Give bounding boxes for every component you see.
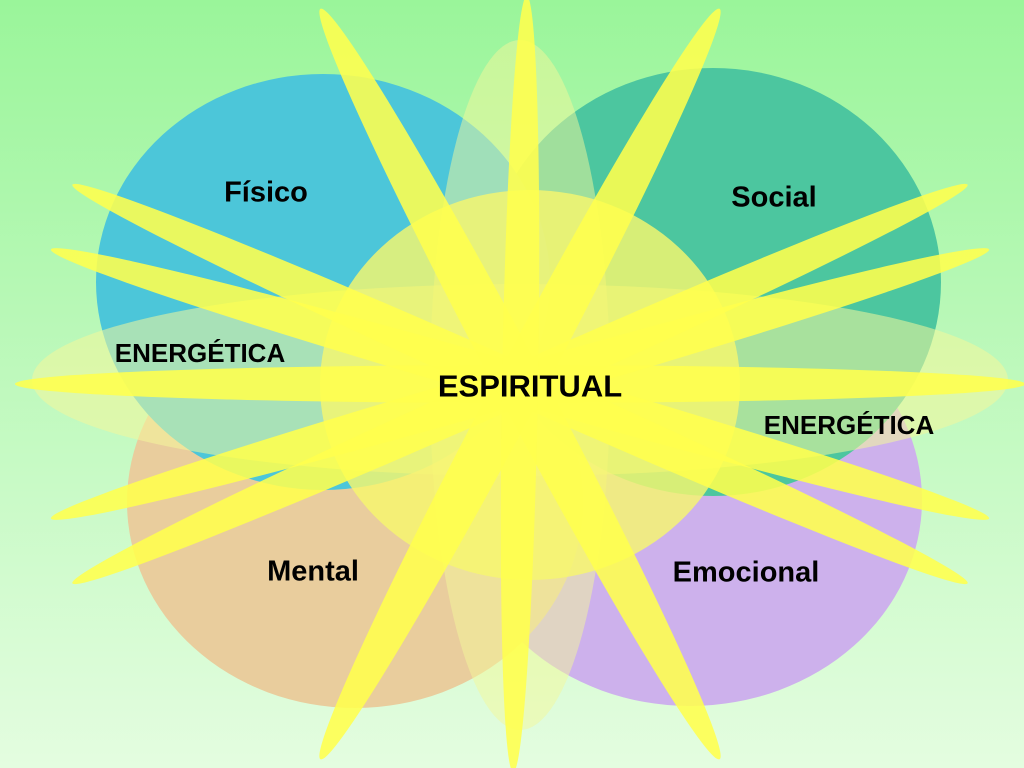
label-energetica-left: ENERGÉTICA: [114, 338, 286, 368]
label-energetica-right: ENERGÉTICA: [763, 410, 935, 440]
label-fisico: Físico: [224, 176, 308, 209]
label-espiritual: ESPIRITUAL: [437, 368, 623, 404]
sun-ray: [500, 0, 540, 768]
label-social: Social: [731, 181, 817, 214]
label-mental: Mental: [267, 555, 359, 588]
label-emocional: Emocional: [672, 556, 820, 589]
sun-rays: [15, 0, 1024, 768]
